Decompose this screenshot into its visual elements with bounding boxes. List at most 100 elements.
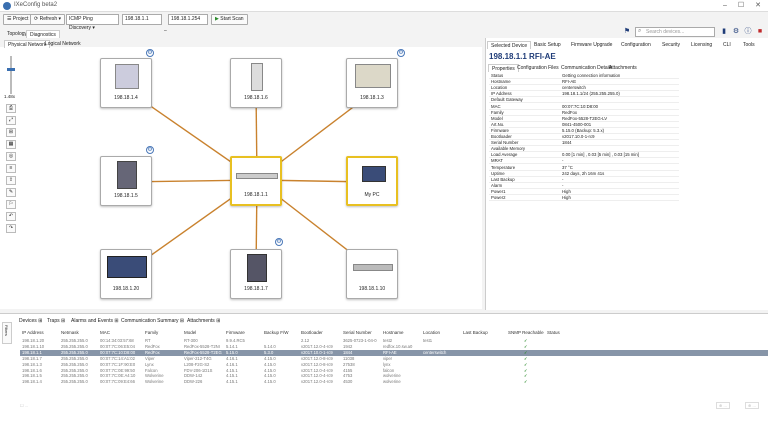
tool-redo-icon[interactable]: ↷ xyxy=(6,224,16,233)
config-gear-icon[interactable]: ⚙ xyxy=(275,238,283,246)
tool-target-icon[interactable]: ◎ xyxy=(6,152,16,161)
filters-toggle[interactable]: Filters xyxy=(2,322,12,344)
column-header[interactable]: Serial Number xyxy=(343,330,372,335)
tool-list-icon[interactable]: ≡ xyxy=(6,164,16,173)
tool-undo-icon[interactable]: ↶ xyxy=(6,212,16,221)
tab-basic-setup[interactable]: Basic Setup xyxy=(534,42,561,48)
search-input[interactable]: Search devices... xyxy=(635,27,715,37)
close-icon[interactable]: ✕ xyxy=(755,2,761,9)
switch-icon xyxy=(251,63,263,91)
tab-selected-device[interactable]: Selected Device xyxy=(487,41,532,49)
property-value: High xyxy=(562,188,571,194)
column-header[interactable]: Location xyxy=(423,330,441,335)
column-header[interactable]: Firmware xyxy=(226,330,245,335)
node-198-18-1-5[interactable]: 198.18.1.5 xyxy=(100,156,152,206)
stop-icon[interactable]: ■ xyxy=(757,28,763,35)
table-cell: RedFox-5528-T2EG xyxy=(184,349,222,355)
tab-bottom-attachments[interactable]: Attachments ⊞ xyxy=(184,317,223,325)
project-button[interactable]: ☰ Project xyxy=(3,14,33,25)
table-cell: 4.15.1 xyxy=(226,373,238,379)
tab-topology[interactable]: Topology xyxy=(7,31,28,37)
tab-firmware-upgrade[interactable]: Firmware Upgrade xyxy=(571,42,613,48)
search-icon: ⌕ xyxy=(638,28,642,34)
table-cell: 3625-0723-1-04-0 xyxy=(343,338,377,343)
ip-start-input[interactable]: 198.18.1.1 xyxy=(122,14,162,25)
tab-traps[interactable]: Traps ⊞ xyxy=(44,317,68,325)
table-cell: 4155 xyxy=(343,367,353,373)
tab-logical-network[interactable]: Logical Network xyxy=(45,41,81,47)
minimize-icon[interactable]: – xyxy=(723,2,727,9)
tool-fit-icon[interactable]: ⤢ xyxy=(6,116,16,125)
column-header[interactable]: Bootloader xyxy=(301,330,323,335)
tab-configuration[interactable]: Configuration xyxy=(621,42,651,48)
tab-attachments[interactable]: Attachments xyxy=(609,65,637,71)
clear-button[interactable]: ⊕ ... xyxy=(745,402,759,409)
property-key: Power1 xyxy=(491,188,506,194)
tab-communication-summary[interactable]: Communication Summary ⊞ xyxy=(118,317,187,325)
discovery-mode-select[interactable]: ICMP Ping Discovery ▾ xyxy=(66,14,119,31)
node-198-18-1-4[interactable]: 198.18.1.4 xyxy=(100,58,152,108)
node-198-18-1-7[interactable]: 198.18.1.7 xyxy=(230,249,282,299)
flag-icon[interactable]: ⚑ xyxy=(623,28,631,35)
column-header[interactable]: Netmask xyxy=(61,330,79,335)
tab-tools[interactable]: Tools xyxy=(743,42,755,48)
node-my-pc[interactable]: My PC xyxy=(346,156,398,206)
node-198-18-1-10[interactable]: 198.18.1.10 xyxy=(346,249,398,299)
table-cell: Viper xyxy=(145,355,155,361)
zoom-slider-handle[interactable] xyxy=(7,68,15,71)
node-198-18-1-3[interactable]: 198.18.1.3 xyxy=(346,58,398,108)
tab-diagnostics[interactable]: Diagnostics xyxy=(26,30,60,38)
tab-cli[interactable]: CLI xyxy=(723,42,731,48)
zoom-slider[interactable] xyxy=(7,56,15,94)
column-header[interactable]: SNMP Reachable xyxy=(508,330,544,335)
tool-layout-icon[interactable]: ⊞ xyxy=(6,128,16,137)
tab-security[interactable]: Security xyxy=(662,42,681,48)
column-header[interactable]: Last Backup xyxy=(463,330,488,335)
tab-physical-network[interactable]: Physical Network xyxy=(4,40,51,48)
column-header[interactable]: MAC xyxy=(100,330,110,335)
node-198-18-1-6[interactable]: 198.18.1.6 xyxy=(230,58,282,108)
config-gear-icon[interactable]: ⚙ xyxy=(146,146,154,154)
column-header[interactable]: Model xyxy=(184,330,197,335)
export-button[interactable]: ⊕ ... xyxy=(716,402,730,409)
tab-configuration-files[interactable]: Configuration Files xyxy=(517,65,559,71)
left-toolbar: 1.48x ⎙ ⤢ ⊞ ▦ ◎ ≡ ⇪ ✎ ⚐ ↶ ↷ xyxy=(4,50,16,310)
info-icon[interactable]: ⓘ xyxy=(744,28,752,35)
tab-alarms-events[interactable]: Alarms and Events ⊞ xyxy=(68,317,122,325)
config-gear-icon[interactable]: ⚙ xyxy=(397,49,405,57)
ip-end-input[interactable]: 198.18.1.254 xyxy=(168,14,208,25)
gear-icon[interactable]: ⚙ xyxy=(732,28,740,35)
start-scan-button[interactable]: ▶ Start Scan xyxy=(211,14,248,25)
maximize-icon[interactable]: ☐ xyxy=(737,2,745,9)
property-value: RFI-AE xyxy=(562,79,577,85)
column-header[interactable]: Backup F/W xyxy=(264,330,289,335)
column-header[interactable]: Family xyxy=(145,330,159,335)
config-gear-icon[interactable]: ⚙ xyxy=(146,49,154,57)
node-198-18-1-1[interactable]: 198.18.1.1 xyxy=(230,156,282,206)
tool-edit-icon[interactable]: ✎ xyxy=(6,188,16,197)
node-198-18-1-20[interactable]: 198.18.1.20 xyxy=(100,249,152,299)
tool-flag-icon[interactable]: ⚐ xyxy=(6,200,16,209)
tab-devices[interactable]: Devices ⊞ xyxy=(16,317,45,325)
tool-export-icon[interactable]: ⇪ xyxy=(6,176,16,185)
tab-properties[interactable]: Properties xyxy=(488,64,519,72)
column-header[interactable]: IP Address xyxy=(22,330,44,335)
book-icon[interactable]: ▮ xyxy=(722,28,726,35)
auto-refresh-checkbox[interactable]: ☐ ... xyxy=(20,403,29,408)
refresh-button[interactable]: ⟳ Refresh ▾ xyxy=(30,14,66,25)
tool-print-icon[interactable]: ⎙ xyxy=(6,104,16,113)
column-header[interactable]: Status xyxy=(547,330,560,335)
table-cell: v2017.12.0-8-rc9 xyxy=(301,361,333,367)
tab-licensing[interactable]: Licensing xyxy=(691,42,713,48)
column-header[interactable]: Hostname xyxy=(383,330,404,335)
tab-communication-details[interactable]: Communication Details xyxy=(561,65,613,71)
tool-grid-icon[interactable]: ▦ xyxy=(6,140,16,149)
